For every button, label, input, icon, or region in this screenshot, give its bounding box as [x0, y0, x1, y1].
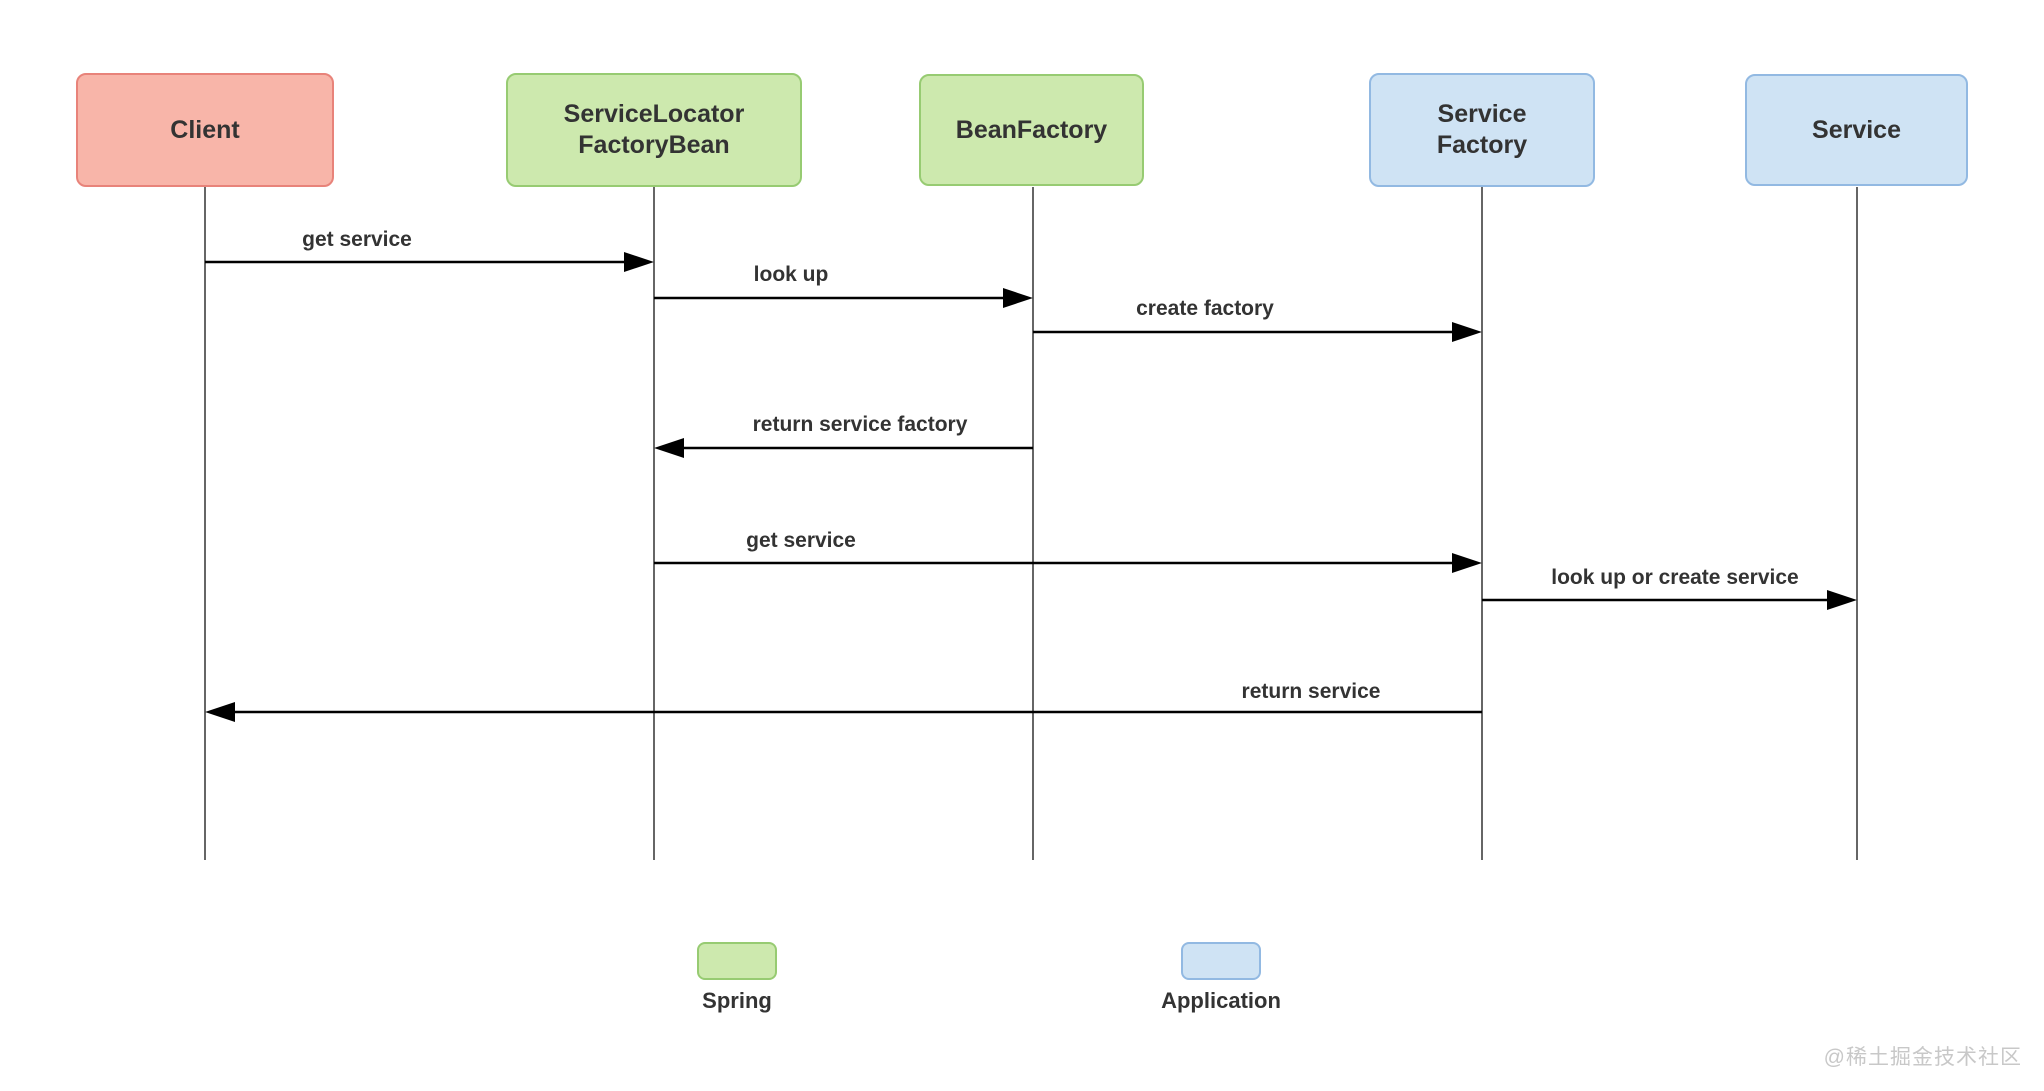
actor-service-label: Service [1812, 115, 1901, 144]
actor-bean-factory: BeanFactory [919, 74, 1144, 186]
actor-service-locator-factory-bean-label: ServiceLocator FactoryBean [563, 100, 745, 159]
message-label-get-service-1: get service [302, 228, 412, 251]
actor-client-label: Client [170, 115, 240, 144]
message-arrowhead-get-service-2 [1452, 553, 1482, 573]
watermark-text: @稀土掘金技术社区 [1823, 1046, 2022, 1069]
message-arrowhead-get-service-1 [624, 252, 654, 272]
actor-service: Service [1745, 74, 1968, 186]
message-label-create-factory: create factory [1136, 297, 1274, 320]
actor-service-locator-factory-bean: ServiceLocator FactoryBean [506, 73, 802, 187]
actor-bean-factory-label: BeanFactory [955, 115, 1108, 144]
message-arrowhead-look-up [1003, 288, 1033, 308]
message-label-look-up: look up [753, 263, 829, 286]
legend-label-application: Application [1161, 988, 1281, 1013]
actor-client: Client [76, 73, 334, 187]
actor-service-factory-label: Service Factory [1436, 100, 1528, 159]
legend-swatch-application [1181, 942, 1261, 980]
message-label-return-service: return service [1241, 680, 1381, 703]
legend-label-spring: Spring [702, 988, 772, 1013]
legend-swatch-spring [697, 942, 777, 980]
actor-service-factory: Service Factory [1369, 73, 1595, 187]
message-label-return-service-factory: return service factory [752, 413, 968, 436]
message-label-look-up-or-create-service: look up or create service [1551, 566, 1799, 589]
message-arrowhead-return-service [205, 702, 235, 722]
message-label-get-service-2: get service [746, 529, 856, 552]
message-arrowhead-create-factory [1452, 322, 1482, 342]
message-arrowhead-return-service-factory [654, 438, 684, 458]
message-arrowhead-look-up-or-create-service [1827, 590, 1857, 610]
